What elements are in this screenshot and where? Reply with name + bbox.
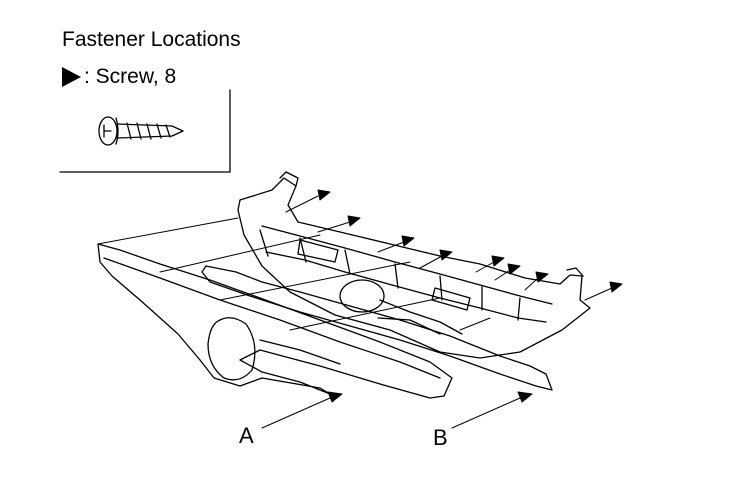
diagram-title: Fastener Locations bbox=[62, 28, 241, 51]
lower-garnish-part-a bbox=[97, 243, 453, 399]
callout-label-b: B bbox=[433, 425, 448, 450]
callout-label-a: A bbox=[239, 423, 254, 448]
upper-grille-part-b bbox=[201, 171, 591, 391]
fastener-legend: : Screw, 8 bbox=[60, 64, 176, 90]
callout-a-leader bbox=[261, 397, 331, 429]
callout-arrows bbox=[261, 391, 533, 429]
filled-arrowhead-icon bbox=[62, 67, 81, 87]
screw-icon bbox=[98, 116, 184, 146]
screw-location-arrows bbox=[285, 189, 623, 301]
callout-b-leader bbox=[451, 397, 521, 429]
legend-box-border bbox=[59, 89, 231, 173]
alignment-lines bbox=[97, 217, 491, 331]
legend-screw-text: : Screw, 8 bbox=[84, 65, 177, 88]
